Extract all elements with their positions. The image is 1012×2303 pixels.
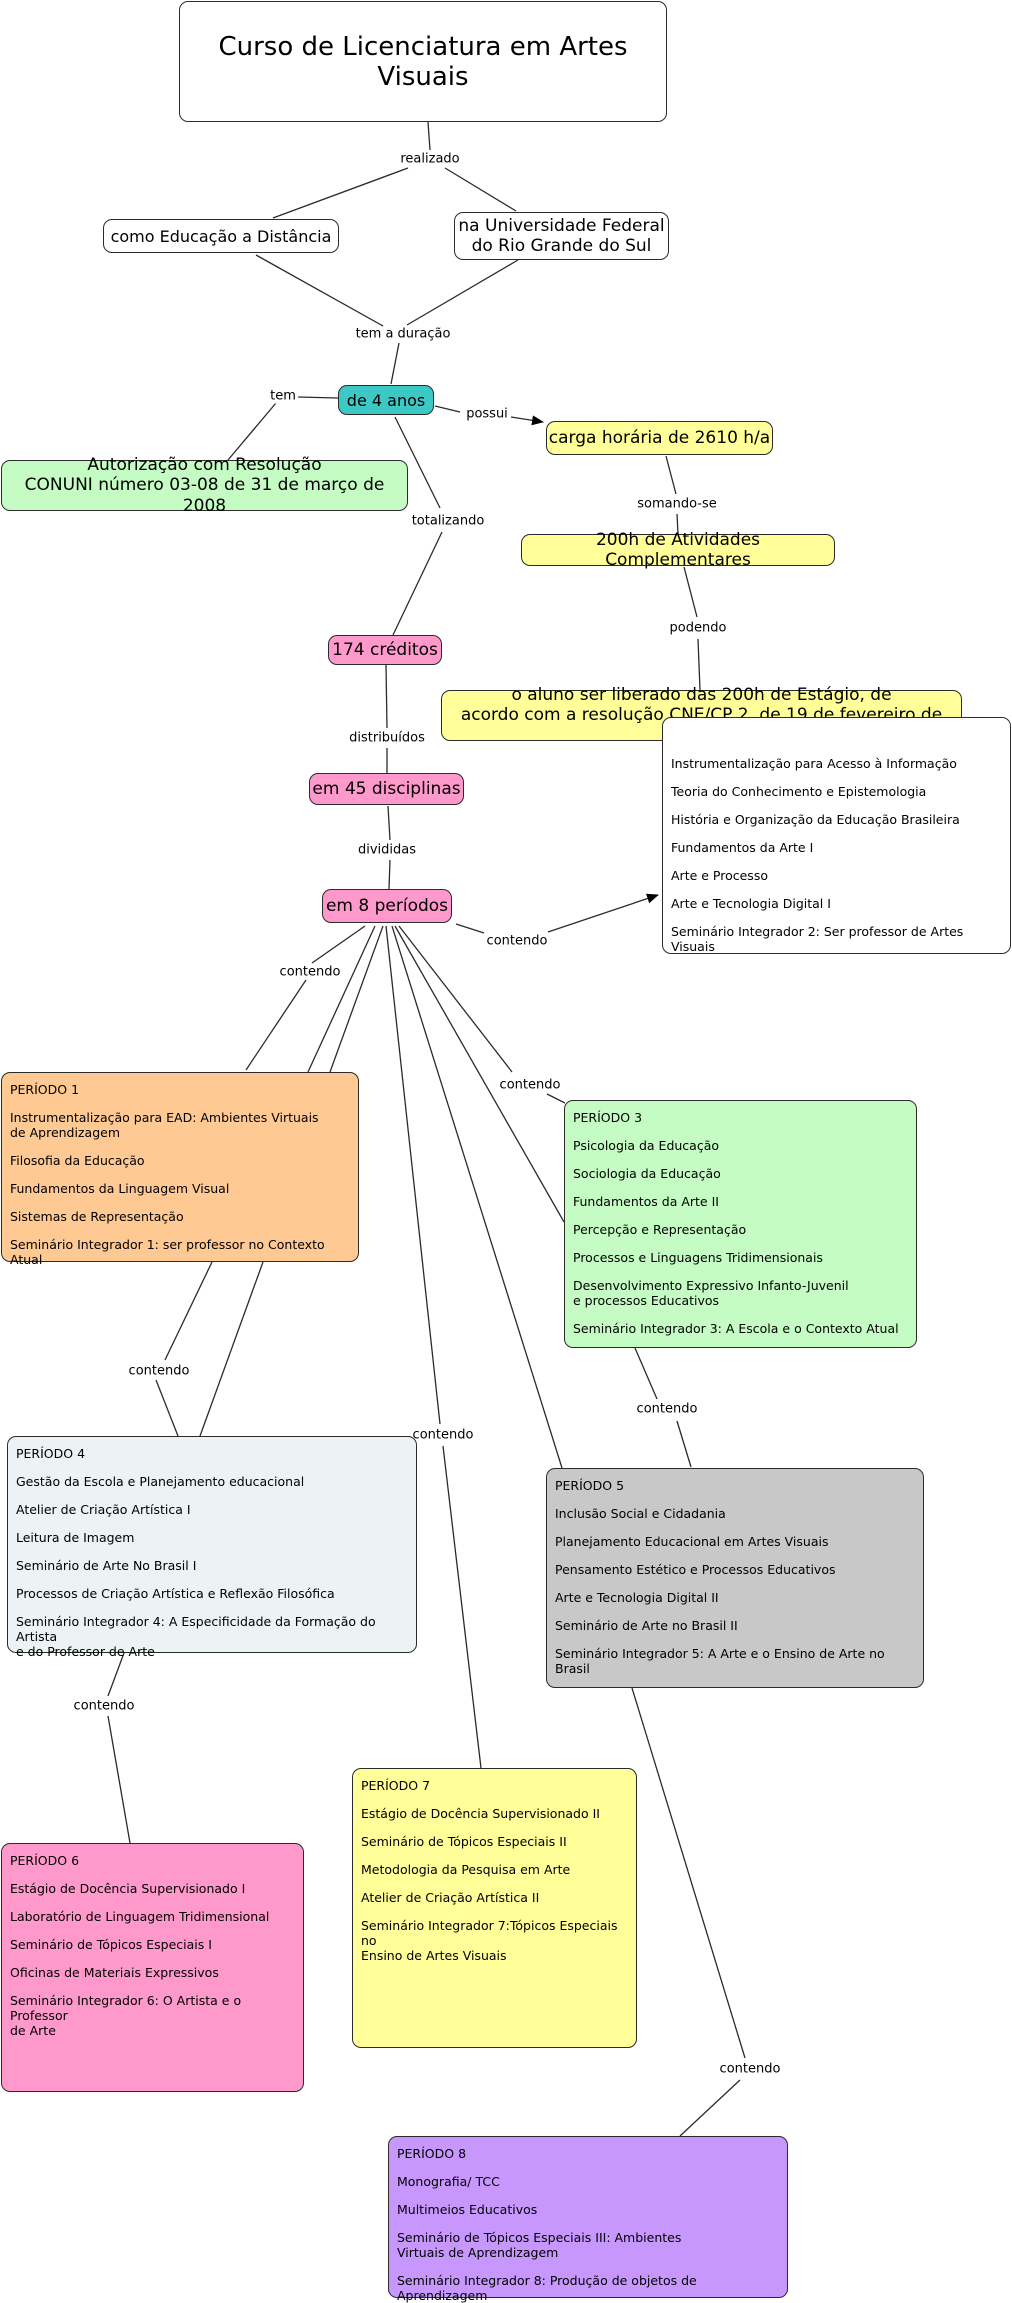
period-heading: PERÍODO 4	[16, 1446, 86, 1461]
course-item: Sistemas de Representação	[10, 1209, 184, 1224]
course-item: Arte e Tecnologia Digital II	[555, 1590, 719, 1605]
link-label-contendo: contendo	[634, 1401, 700, 1417]
course-item: Atelier de Criação Artística II	[361, 1890, 540, 1905]
period-heading: PERÍODO 5	[555, 1478, 625, 1493]
link-label-podendo: podendo	[667, 620, 729, 636]
link-label-distribuidos: distribuídos	[347, 730, 427, 746]
course-item: Arte e Processo	[671, 868, 768, 883]
course-item: Fundamentos da Arte II	[573, 1194, 719, 1209]
course-item: Gestão da Escola e Planejamento educacio…	[16, 1474, 305, 1489]
period-heading: PERÍODO 3	[573, 1110, 643, 1125]
period-heading: PERÍODO 7	[361, 1778, 431, 1793]
link-label-contendo: contendo	[126, 1363, 192, 1379]
course-item: Psicologia da Educação	[573, 1138, 720, 1153]
link-label-tem: tem	[268, 388, 298, 404]
course-item: Atelier de Criação Artística I	[16, 1502, 191, 1517]
course-item: Inclusão Social e Cidadania	[555, 1506, 726, 1521]
link-label-somando-se: somando-se	[635, 496, 719, 512]
link-label-contendo: contendo	[71, 1698, 137, 1714]
course-item: Seminário Integrador 2: Ser professor de…	[671, 924, 964, 954]
course-item: Seminário Integrador 6: O Artista e o Pr…	[10, 1993, 242, 2038]
course-item: Seminário Integrador 5: A Arte e o Ensin…	[555, 1646, 885, 1676]
course-item: Seminário Integrador 8: Produção de obje…	[397, 2273, 697, 2303]
period-8-box: PERÍODO 8 Monografia/ TCC Multimeios Edu…	[388, 2136, 788, 2303]
link-label-divididas: divididas	[355, 842, 419, 858]
link-label-contendo: contendo	[410, 1427, 476, 1443]
link-label-possui: possui	[464, 406, 510, 422]
course-item: Filosofia da Educação	[10, 1153, 145, 1168]
course-item: Seminário de Tópicos Especiais I	[10, 1937, 212, 1952]
link-label-realizado: realizado	[398, 151, 462, 167]
link-label-totalizando: totalizando	[409, 513, 487, 529]
course-item: Estágio de Docência Supervisionado I	[10, 1881, 246, 1896]
link-label-contendo: contendo	[717, 2061, 783, 2077]
course-item: Seminário de Tópicos Especiais III: Ambi…	[397, 2230, 682, 2260]
course-item: Monografia/ TCC	[397, 2174, 500, 2189]
period-heading: PERÍODO 8	[397, 2146, 467, 2161]
ufrgs-node: na Universidade Federal do Rio Grande do…	[454, 212, 669, 260]
course-item: Desenvolvimento Expressivo Infanto-Juven…	[573, 1278, 849, 1308]
course-item: Laboratório de Linguagem Tridimensional	[10, 1909, 270, 1924]
course-item: Estágio de Docência Supervisionado II	[361, 1806, 600, 1821]
period-heading: PERÍODO 6	[10, 1853, 80, 1868]
course-item: Sociologia da Educação	[573, 1166, 721, 1181]
course-item: Percepção e Representação	[573, 1222, 747, 1237]
link-label-contendo: contendo	[497, 1077, 563, 1093]
course-item: Seminário de Tópicos Especiais II	[361, 1834, 567, 1849]
periods-node: em 8 períodos	[322, 889, 452, 923]
period-heading: PERÍODO 1	[10, 1082, 80, 1097]
course-item: Processos e Linguagens Tridimensionais	[573, 1250, 823, 1265]
period-3-box: PERÍODO 3 Psicologia da Educação Sociolo…	[564, 1100, 917, 1348]
course-item: Seminário de Arte no Brasil II	[555, 1618, 738, 1633]
course-item: Multimeios Educativos	[397, 2202, 538, 2217]
period-7-box: PERÍODO 7 Estágio de Docência Supervisio…	[352, 1768, 637, 2048]
course-item: Oficinas de Materiais Expressivos	[10, 1965, 219, 1980]
link-label-contendo: contendo	[277, 964, 343, 980]
workload-node: carga horária de 2610 h/a	[546, 421, 773, 455]
course-item: Seminário Integrador 4: A Especificidade…	[16, 1614, 376, 1659]
course-item: Instrumentalização para EAD: Ambientes V…	[10, 1110, 319, 1140]
link-label-contendo: contendo	[484, 933, 550, 949]
period-6-box: PERÍODO 6 Estágio de Docência Supervisio…	[1, 1843, 304, 2092]
course-item: Seminário Integrador 3: A Escola e o Con…	[573, 1321, 899, 1336]
course-item: Leitura de Imagem	[16, 1530, 135, 1545]
course-item: Planejamento Educacional em Artes Visuai…	[555, 1534, 829, 1549]
course-title-node: Curso de Licenciatura em Artes Visuais	[179, 1, 667, 122]
course-item: Teoria do Conhecimento e Epistemologia	[671, 784, 927, 799]
course-item: Seminário de Arte No Brasil I	[16, 1558, 197, 1573]
course-item: Pensamento Estético e Processos Educativ…	[555, 1562, 836, 1577]
period-4-box: PERÍODO 4 Gestão da Escola e Planejament…	[7, 1436, 417, 1659]
course-item: Seminário Integrador 1: ser professor no…	[10, 1237, 325, 1267]
complementary-activities-node: 200h de Atividades Complementares	[521, 530, 835, 570]
period-5-box: PERÍODO 5 Inclusão Social e Cidadania Pl…	[546, 1468, 924, 1688]
course-item: Seminário Integrador 7:Tópicos Especiais…	[361, 1918, 618, 1963]
course-item: Instrumentalização para Acesso à Informa…	[671, 756, 957, 771]
period-2-box: Instrumentalização para Acesso à Informa…	[662, 717, 1011, 954]
period-1-box: PERÍODO 1 Instrumentalização para EAD: A…	[1, 1072, 359, 1267]
authorization-node: Autorização com Resolução CONUNI número …	[1, 455, 408, 516]
disciplines-node: em 45 disciplinas	[309, 773, 464, 805]
course-item: Arte e Tecnologia Digital I	[671, 896, 831, 911]
course-item: Fundamentos da Linguagem Visual	[10, 1181, 230, 1196]
course-item: Fundamentos da Arte I	[671, 840, 814, 855]
course-item: Processos de Criação Artística e Reflexã…	[16, 1586, 335, 1601]
ead-node: como Educação a Distância	[103, 219, 339, 253]
link-label-tem-a-duracao: tem a duração	[353, 326, 453, 342]
course-item: Metodologia da Pesquisa em Arte	[361, 1862, 571, 1877]
credits-node: 174 créditos	[328, 635, 442, 665]
duration-node: de 4 anos	[338, 385, 434, 415]
course-item: História e Organização da Educação Brasi…	[671, 812, 960, 827]
